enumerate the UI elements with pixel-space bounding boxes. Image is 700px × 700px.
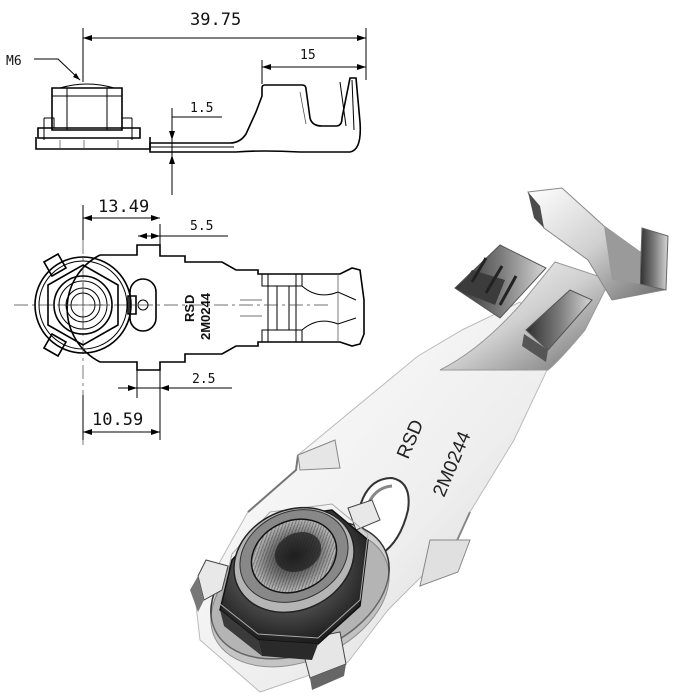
plan-view: 13.49 5.5 — [14, 197, 365, 445]
dim-to-neck: 13.49 — [98, 197, 149, 217]
dim-neck-width: 5.5 — [190, 219, 213, 234]
part-mark-line1: RSD — [182, 295, 197, 322]
side-view: 39.75 15 M6 1.5 — [6, 10, 367, 195]
isometric-render: RSD 2M0244 — [190, 187, 669, 693]
dim-tab-width: 2.5 — [192, 372, 215, 387]
part-mark-line2: 2M0244 — [198, 292, 213, 340]
dim-overall-length: 39.75 — [190, 10, 241, 30]
thread-callout: M6 — [6, 54, 22, 69]
dim-crimp-length: 15 — [300, 48, 316, 63]
dim-thickness: 1.5 — [190, 101, 213, 116]
dim-to-tab: 10.59 — [92, 410, 143, 430]
